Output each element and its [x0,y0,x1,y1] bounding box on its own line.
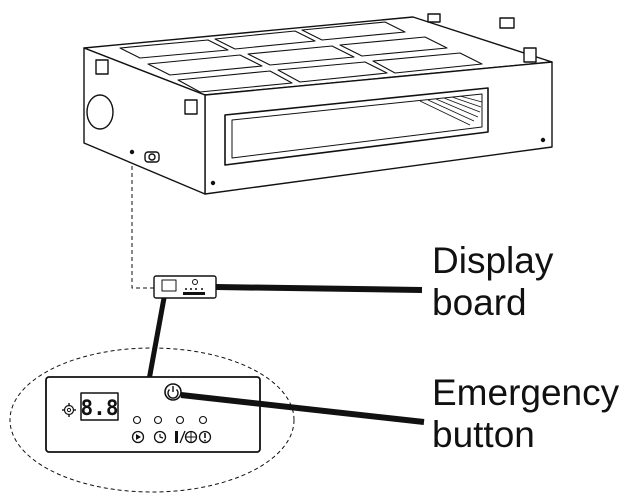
clock-icon [153,430,167,444]
display-board-enlarged: 8.8 [45,376,261,453]
emergency-power-button[interactable] [164,383,182,401]
zoom-callout [9,347,295,493]
play-icon [131,430,145,444]
segment-display [80,392,119,421]
defrost-icon [175,430,198,444]
indicator-leds [132,415,208,425]
ducted-indoor-unit [83,13,553,195]
emergency-button-leader [180,392,425,425]
led-run [132,415,142,425]
display-board-leader [215,284,423,293]
power-icon [167,386,179,399]
emergency-button-label-line2: button [432,414,535,455]
emergency-button-label: Emergency button [432,372,619,456]
segment-display-digits: 8.8 [81,396,119,420]
led-defrost [175,415,185,425]
display-board-label: Display board [432,240,553,324]
display-board-label-line2: board [432,282,527,323]
connection-wire [131,166,158,289]
gear-icon [62,403,76,417]
zoom-leader [146,297,167,381]
alert-icon [198,430,212,444]
display-board-label-line1: Display [432,240,554,281]
led-alarm [198,415,208,425]
led-timer [153,415,163,425]
emergency-button-label-line1: Emergency [432,372,620,413]
display-board [153,275,217,299]
